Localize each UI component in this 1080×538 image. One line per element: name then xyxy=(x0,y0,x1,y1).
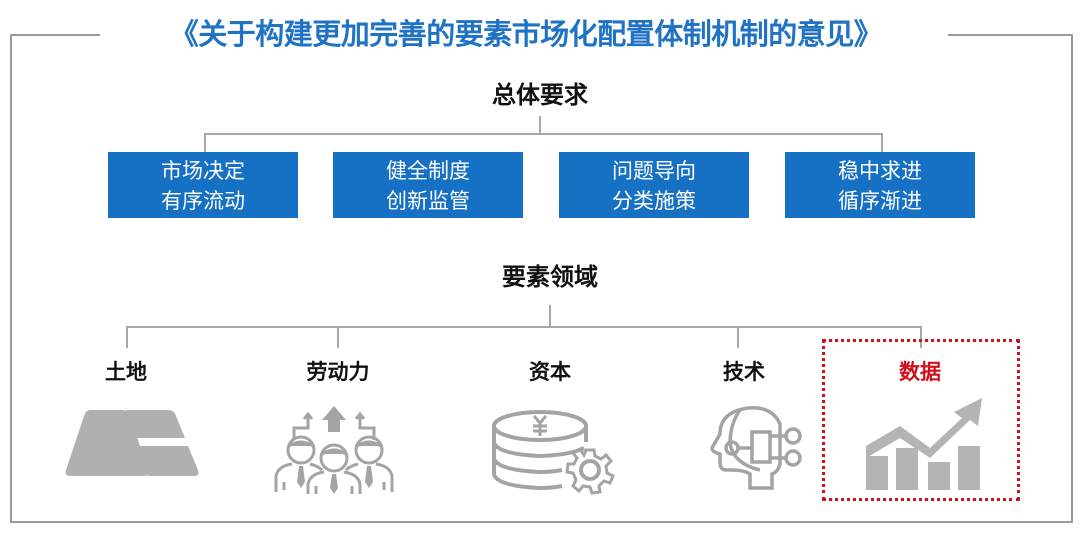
coins-yuan-gear-icon xyxy=(492,410,615,495)
factor-label-data: 数据 xyxy=(899,360,941,384)
connector-line xyxy=(126,326,128,348)
requirement-line-1: 健全制度 xyxy=(386,159,470,183)
data-highlight-box xyxy=(822,339,1020,501)
requirement-box-market: 市场决定 有序流动 xyxy=(108,152,298,218)
factor-label-land: 土地 xyxy=(105,360,147,384)
connector-line xyxy=(204,133,883,135)
frame-top-right-edge xyxy=(948,34,1073,36)
factor-label-capital: 资本 xyxy=(529,360,571,384)
requirement-line-1: 稳中求进 xyxy=(838,159,922,183)
connector-line xyxy=(126,326,922,328)
connector-line xyxy=(539,116,541,134)
growth-bar-chart-icon xyxy=(866,398,982,490)
requirement-line-2: 循序渐进 xyxy=(838,189,922,213)
factor-label-technology: 技术 xyxy=(723,360,765,384)
requirement-box-problem: 问题导向 分类施策 xyxy=(559,152,749,218)
connector-line xyxy=(337,326,339,348)
workforce-people-icon xyxy=(274,406,394,494)
connector-line xyxy=(881,133,883,152)
requirement-box-system: 健全制度 创新监管 xyxy=(333,152,523,218)
general-requirements-heading: 总体要求 xyxy=(492,81,588,109)
connector-line xyxy=(737,326,739,348)
factor-label-labor: 劳动力 xyxy=(306,360,370,384)
factor-domains-heading: 要素领域 xyxy=(502,263,598,291)
connector-line xyxy=(549,305,551,327)
connector-line xyxy=(204,133,206,152)
requirement-line-1: 问题导向 xyxy=(612,159,696,183)
connector-line xyxy=(920,326,922,348)
land-parcels-icon xyxy=(65,410,199,476)
document-title: 《关于构建更加完善的要素市场化配置体制机制的意见》 xyxy=(169,17,883,51)
requirement-line-2: 创新监管 xyxy=(386,189,470,213)
requirement-box-steady: 稳中求进 循序渐进 xyxy=(785,152,975,218)
diagram-frame xyxy=(10,34,1073,523)
requirement-line-1: 市场决定 xyxy=(161,159,245,183)
frame-top-left-edge xyxy=(10,34,100,36)
ai-head-circuit-icon xyxy=(710,406,802,490)
requirement-line-2: 有序流动 xyxy=(161,189,245,213)
requirement-line-2: 分类施策 xyxy=(612,189,696,213)
